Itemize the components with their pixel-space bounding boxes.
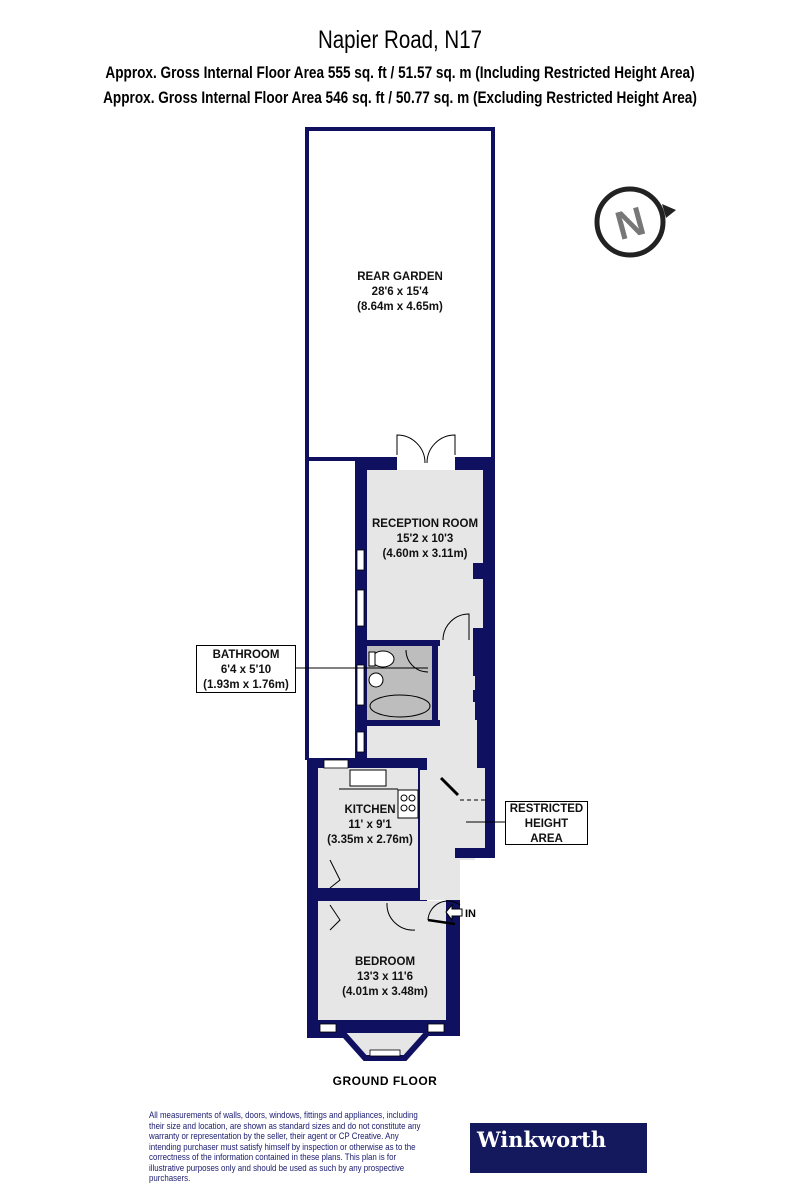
entrance-arrow-icon: [445, 903, 463, 922]
svg-text:N: N: [611, 199, 650, 249]
winkworth-logo: Winkworth: [470, 1123, 647, 1173]
rear-garden-area: [305, 127, 495, 461]
reception-room-floor: [367, 470, 483, 640]
area-excluding-restricted: Approx. Gross Internal Floor Area 546 sq…: [103, 88, 697, 107]
disclaimer-text: All measurements of walls, doors, window…: [149, 1110, 421, 1183]
floor-label: GROUND FLOOR: [332, 1074, 438, 1088]
area-including-restricted: Approx. Gross Internal Floor Area 555 sq…: [105, 63, 695, 82]
property-title: Napier Road, N17: [317, 26, 483, 54]
entrance-label: IN: [465, 908, 476, 920]
north-compass-icon: N: [594, 186, 676, 258]
kitchen-floor: [318, 768, 418, 888]
